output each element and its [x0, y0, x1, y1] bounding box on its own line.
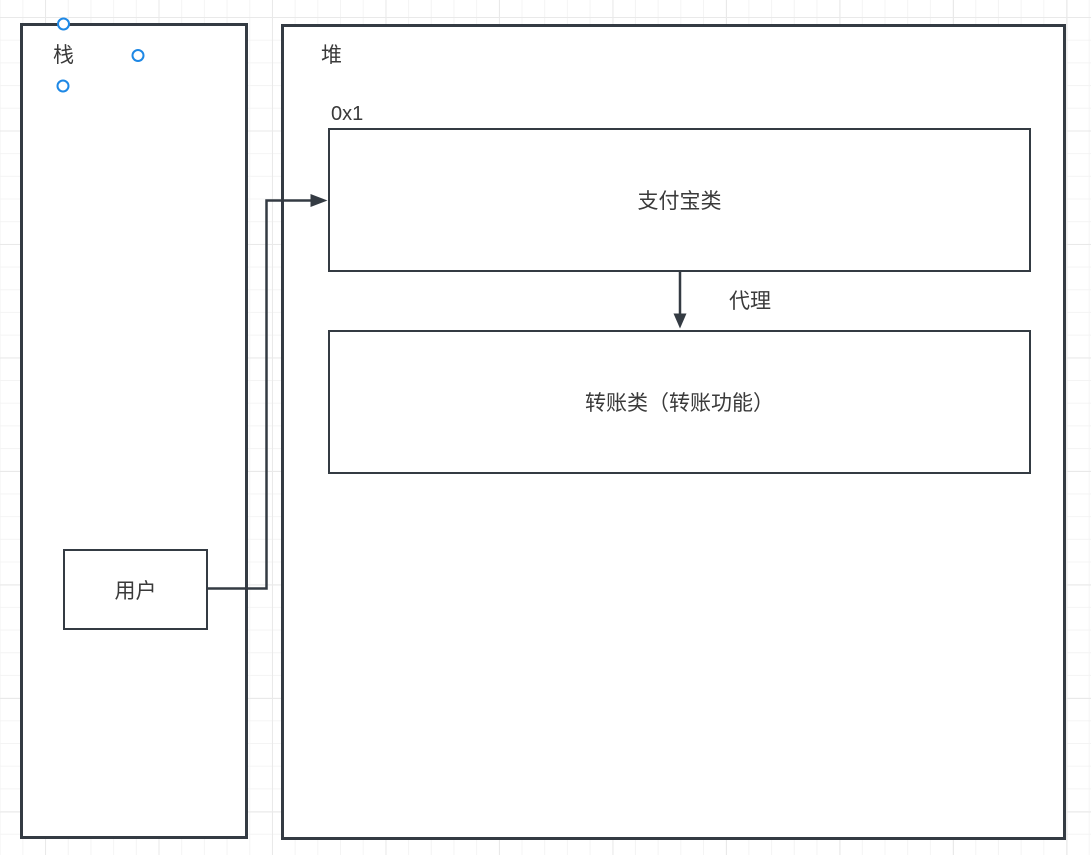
user-node-label: 用户 — [114, 579, 157, 603]
alipay-class-node[interactable]: 支付宝类 — [328, 128, 1031, 272]
stack-container-label: 栈 — [53, 44, 74, 67]
transfer-class-label: 转账类（转账功能） — [585, 392, 774, 415]
alipay-class-label: 支付宝类 — [637, 190, 722, 213]
stack-container[interactable] — [20, 23, 248, 839]
transfer-class-node[interactable]: 转账类（转账功能） — [328, 330, 1031, 474]
proxy-edge-label: 代理 — [729, 290, 771, 313]
alipay-address-label: 0x1 — [331, 103, 364, 125]
user-node[interactable]: 用户 — [63, 549, 208, 630]
heap-container-label: 堆 — [321, 44, 342, 67]
